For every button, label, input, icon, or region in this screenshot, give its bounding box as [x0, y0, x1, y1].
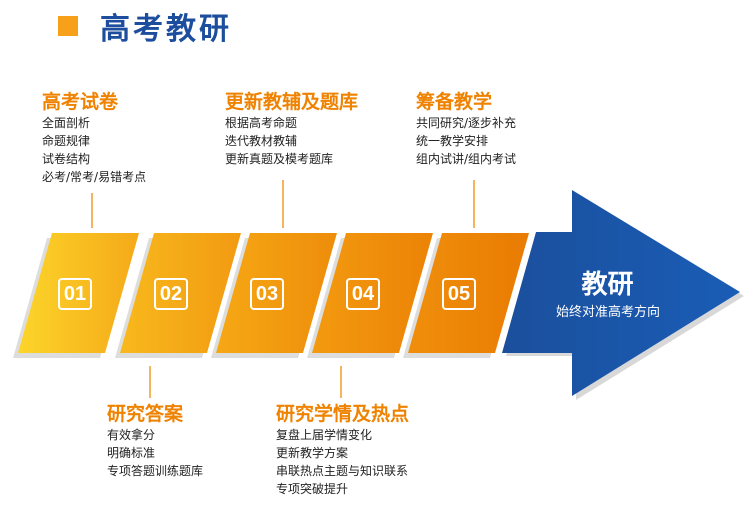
step-01-item: 必考/常考/易错考点	[42, 170, 147, 184]
page-header: 高考教研	[58, 6, 232, 47]
step-04-item: 更新教学方案	[276, 446, 349, 460]
step-04-item: 复盘上届学情变化	[276, 428, 373, 442]
step-05-title: 筹备教学	[416, 91, 493, 113]
step-05-shape	[408, 233, 529, 353]
step-02-item: 明确标准	[107, 446, 156, 460]
step-05-badge: 05	[442, 278, 476, 310]
direction-arrow-shape	[502, 190, 740, 396]
step-02-badge: 02	[154, 278, 188, 310]
step-03-shape	[216, 233, 337, 353]
step-04-shape	[312, 233, 433, 353]
step-01-title: 高考试卷	[42, 91, 119, 113]
step-05-item: 统一教学安排	[416, 134, 489, 148]
step-02-shape	[120, 233, 241, 353]
step-05-item: 共同研究/逐步补充	[416, 116, 517, 130]
step-01-item: 全面剖析	[42, 116, 91, 130]
connector-05	[473, 180, 475, 228]
step-04-number: 04	[351, 282, 375, 305]
step-02-number: 02	[159, 282, 183, 305]
step-04-title: 研究学情及热点	[276, 403, 410, 425]
step-02-title: 研究答案	[107, 403, 184, 425]
step-03-text: 更新教辅及题库 根据高考命题 迭代教材教辅 更新真题及模考题库	[225, 90, 358, 168]
step-03-item: 根据高考命题	[225, 116, 298, 130]
step-05-text: 筹备教学 共同研究/逐步补充 统一教学安排 组内试讲/组内考试	[416, 90, 516, 168]
step-02-item: 有效拿分	[107, 428, 156, 442]
step-03-item: 更新真题及模考题库	[225, 152, 334, 166]
step-05-item: 组内试讲/组内考试	[416, 152, 517, 166]
connector-02	[149, 366, 151, 398]
step-03-badge: 03	[250, 278, 284, 310]
arrow-subtitle: 始终对准高考方向	[555, 305, 660, 320]
step-01-text: 高考试卷 全面剖析 命题规律 试卷结构 必考/常考/易错考点	[42, 90, 146, 186]
step-01-item: 命题规律	[42, 134, 91, 148]
step-01-shape	[18, 233, 139, 353]
page-title: 高考教研	[100, 12, 232, 47]
step-02-item: 专项答题训练题库	[107, 464, 204, 478]
connector-04	[340, 366, 342, 398]
connector-01	[91, 193, 93, 228]
step-03-number: 03	[255, 282, 279, 305]
connector-03	[282, 180, 284, 228]
step-04-text: 研究学情及热点 复盘上届学情变化 更新教学方案 串联热点主题与知识联系 专项突破…	[276, 402, 409, 498]
step-01-badge: 01	[58, 278, 92, 310]
step-03-title: 更新教辅及题库	[225, 91, 359, 113]
step-05-number: 05	[447, 282, 471, 305]
step-02-text: 研究答案 有效拿分 明确标准 专项答题训练题库	[107, 402, 203, 480]
step-04-item: 串联热点主题与知识联系	[276, 464, 409, 478]
header-square-icon	[58, 16, 78, 36]
step-01-number: 01	[63, 282, 87, 305]
step-parallelograms	[18, 233, 529, 353]
step-01-item: 试卷结构	[42, 152, 91, 166]
step-04-badge: 04	[346, 278, 380, 310]
step-03-item: 迭代教材教辅	[225, 134, 298, 148]
arrow-title: 教研	[581, 270, 634, 300]
step-04-item: 专项突破提升	[276, 482, 349, 496]
